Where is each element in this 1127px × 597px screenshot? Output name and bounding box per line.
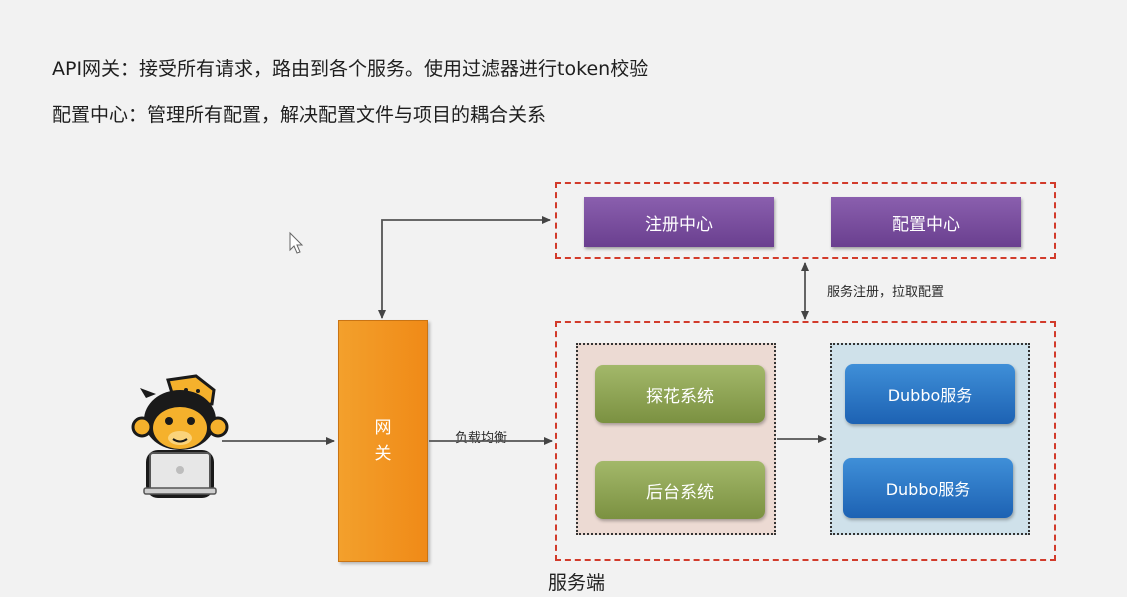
registry-center-box: 注册中心 <box>584 197 774 247</box>
backend-system-box: 后台系统 <box>595 461 765 519</box>
intro-gateway-text: API网关：接受所有请求，路由到各个服务。使用过滤器进行token校验 <box>52 58 649 80</box>
mouse-cursor-icon <box>289 231 304 254</box>
intro-config-text: 配置中心：管理所有配置，解决配置文件与项目的耦合关系 <box>52 104 547 126</box>
gateway-box: 网关 <box>338 320 428 562</box>
config-center-box: 配置中心 <box>831 197 1021 247</box>
dubbo-service-box: Dubbo服务 <box>843 458 1013 518</box>
gateway-registry-connector <box>378 216 551 319</box>
monkey-laptop-icon <box>131 374 229 498</box>
dubbo-service-box: Dubbo服务 <box>845 364 1015 424</box>
load-balance-label: 负载均衡 <box>455 431 508 446</box>
tanhua-system-box: 探花系统 <box>595 365 765 423</box>
server-side-area <box>555 321 1056 561</box>
register-pull-label: 服务注册，拉取配置 <box>827 285 945 300</box>
server-side-caption: 服务端 <box>548 572 606 594</box>
gateway-label: 网关 <box>374 418 392 464</box>
registry-config-area <box>555 182 1056 259</box>
